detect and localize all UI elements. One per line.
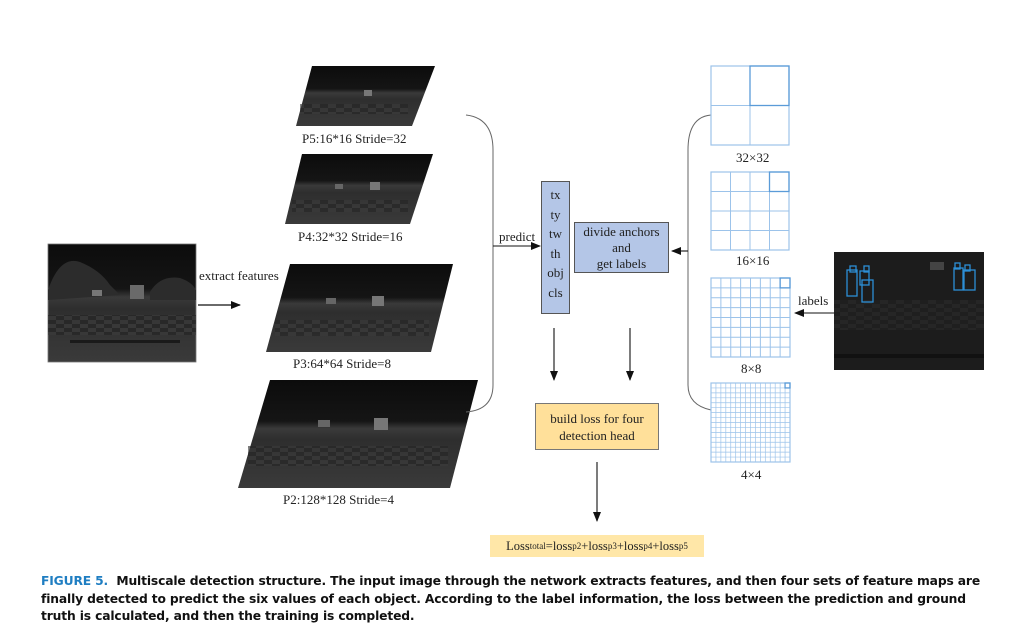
labeled-image (834, 252, 984, 370)
highlighted-anchor-cell (779, 277, 791, 289)
anchor-grid-g16 (710, 171, 790, 251)
pred-obj: obj (547, 265, 564, 280)
anchor-grid-g32 (710, 65, 790, 146)
figure-caption: FIGURE 5. Multiscale detection structure… (41, 573, 1001, 626)
figure-number: FIGURE 5. (41, 574, 109, 588)
formula-plus-2: +loss (616, 538, 644, 553)
build-loss-box: build loss for four detection head (535, 403, 659, 450)
input-image (47, 243, 197, 363)
feature-map-label-p2: P2:128*128 Stride=4 (283, 492, 394, 507)
predict-label: predict (499, 229, 536, 244)
pred-tw: tw (549, 226, 562, 241)
grid-label-8: 8×8 (741, 361, 762, 376)
loss-line-2: detection head (559, 427, 635, 443)
highlighted-anchor-cell (784, 382, 791, 389)
left-bracket (465, 114, 494, 413)
grid-label-16: 16×16 (736, 253, 770, 268)
anchor-grid-g4 (710, 382, 791, 463)
formula-sub-p4: p4 (643, 541, 653, 551)
formula-plus-1: +loss (581, 538, 608, 553)
right-bracket (687, 114, 712, 411)
prediction-values-box: tx ty tw th obj cls (541, 181, 570, 314)
feature-map-p3 (266, 264, 453, 352)
extract-features-label: extract features (199, 268, 279, 283)
anchor-grid-g8 (710, 277, 791, 358)
caption-text: Multiscale detection structure. The inpu… (41, 574, 981, 623)
feature-map-label-p5: P5:16*16 Stride=32 (302, 131, 407, 146)
highlighted-anchor-cell (768, 171, 790, 193)
labels-label: labels (798, 293, 829, 308)
formula-sub-total: total (529, 541, 546, 551)
bounding-boxes (846, 262, 976, 303)
feature-map-p4 (285, 154, 433, 224)
divide-anchors-box: divide anchors and get labels (574, 222, 669, 273)
feature-map-label-p3: P3:64*64 Stride=8 (293, 356, 391, 371)
pred-ty: ty (550, 206, 561, 222)
grid-label-32: 32×32 (736, 150, 770, 165)
divide-line-1: divide anchors (583, 223, 660, 239)
pred-th: th (550, 245, 561, 261)
highlighted-anchor-cell (749, 65, 790, 107)
pred-tx: tx (550, 187, 561, 202)
loss-line-1: build loss for four (550, 410, 644, 426)
formula-sub-p5: p5 (678, 541, 688, 551)
formula-loss: Loss (506, 538, 530, 553)
formula-plus-3: +loss (652, 538, 679, 553)
grid-label-4: 4×4 (741, 467, 762, 482)
divide-line-2: and (612, 239, 631, 255)
formula-sub-p2: p2 (572, 541, 582, 551)
formula-eq: =loss (545, 538, 573, 553)
pred-cls: cls (548, 284, 563, 300)
divide-line-3: get labels (596, 255, 647, 271)
feature-map-p2 (238, 380, 478, 488)
formula-sub-p3: p3 (607, 541, 617, 551)
feature-map-label-p4: P4:32*32 Stride=16 (298, 229, 403, 244)
feature-map-p5 (296, 66, 435, 126)
